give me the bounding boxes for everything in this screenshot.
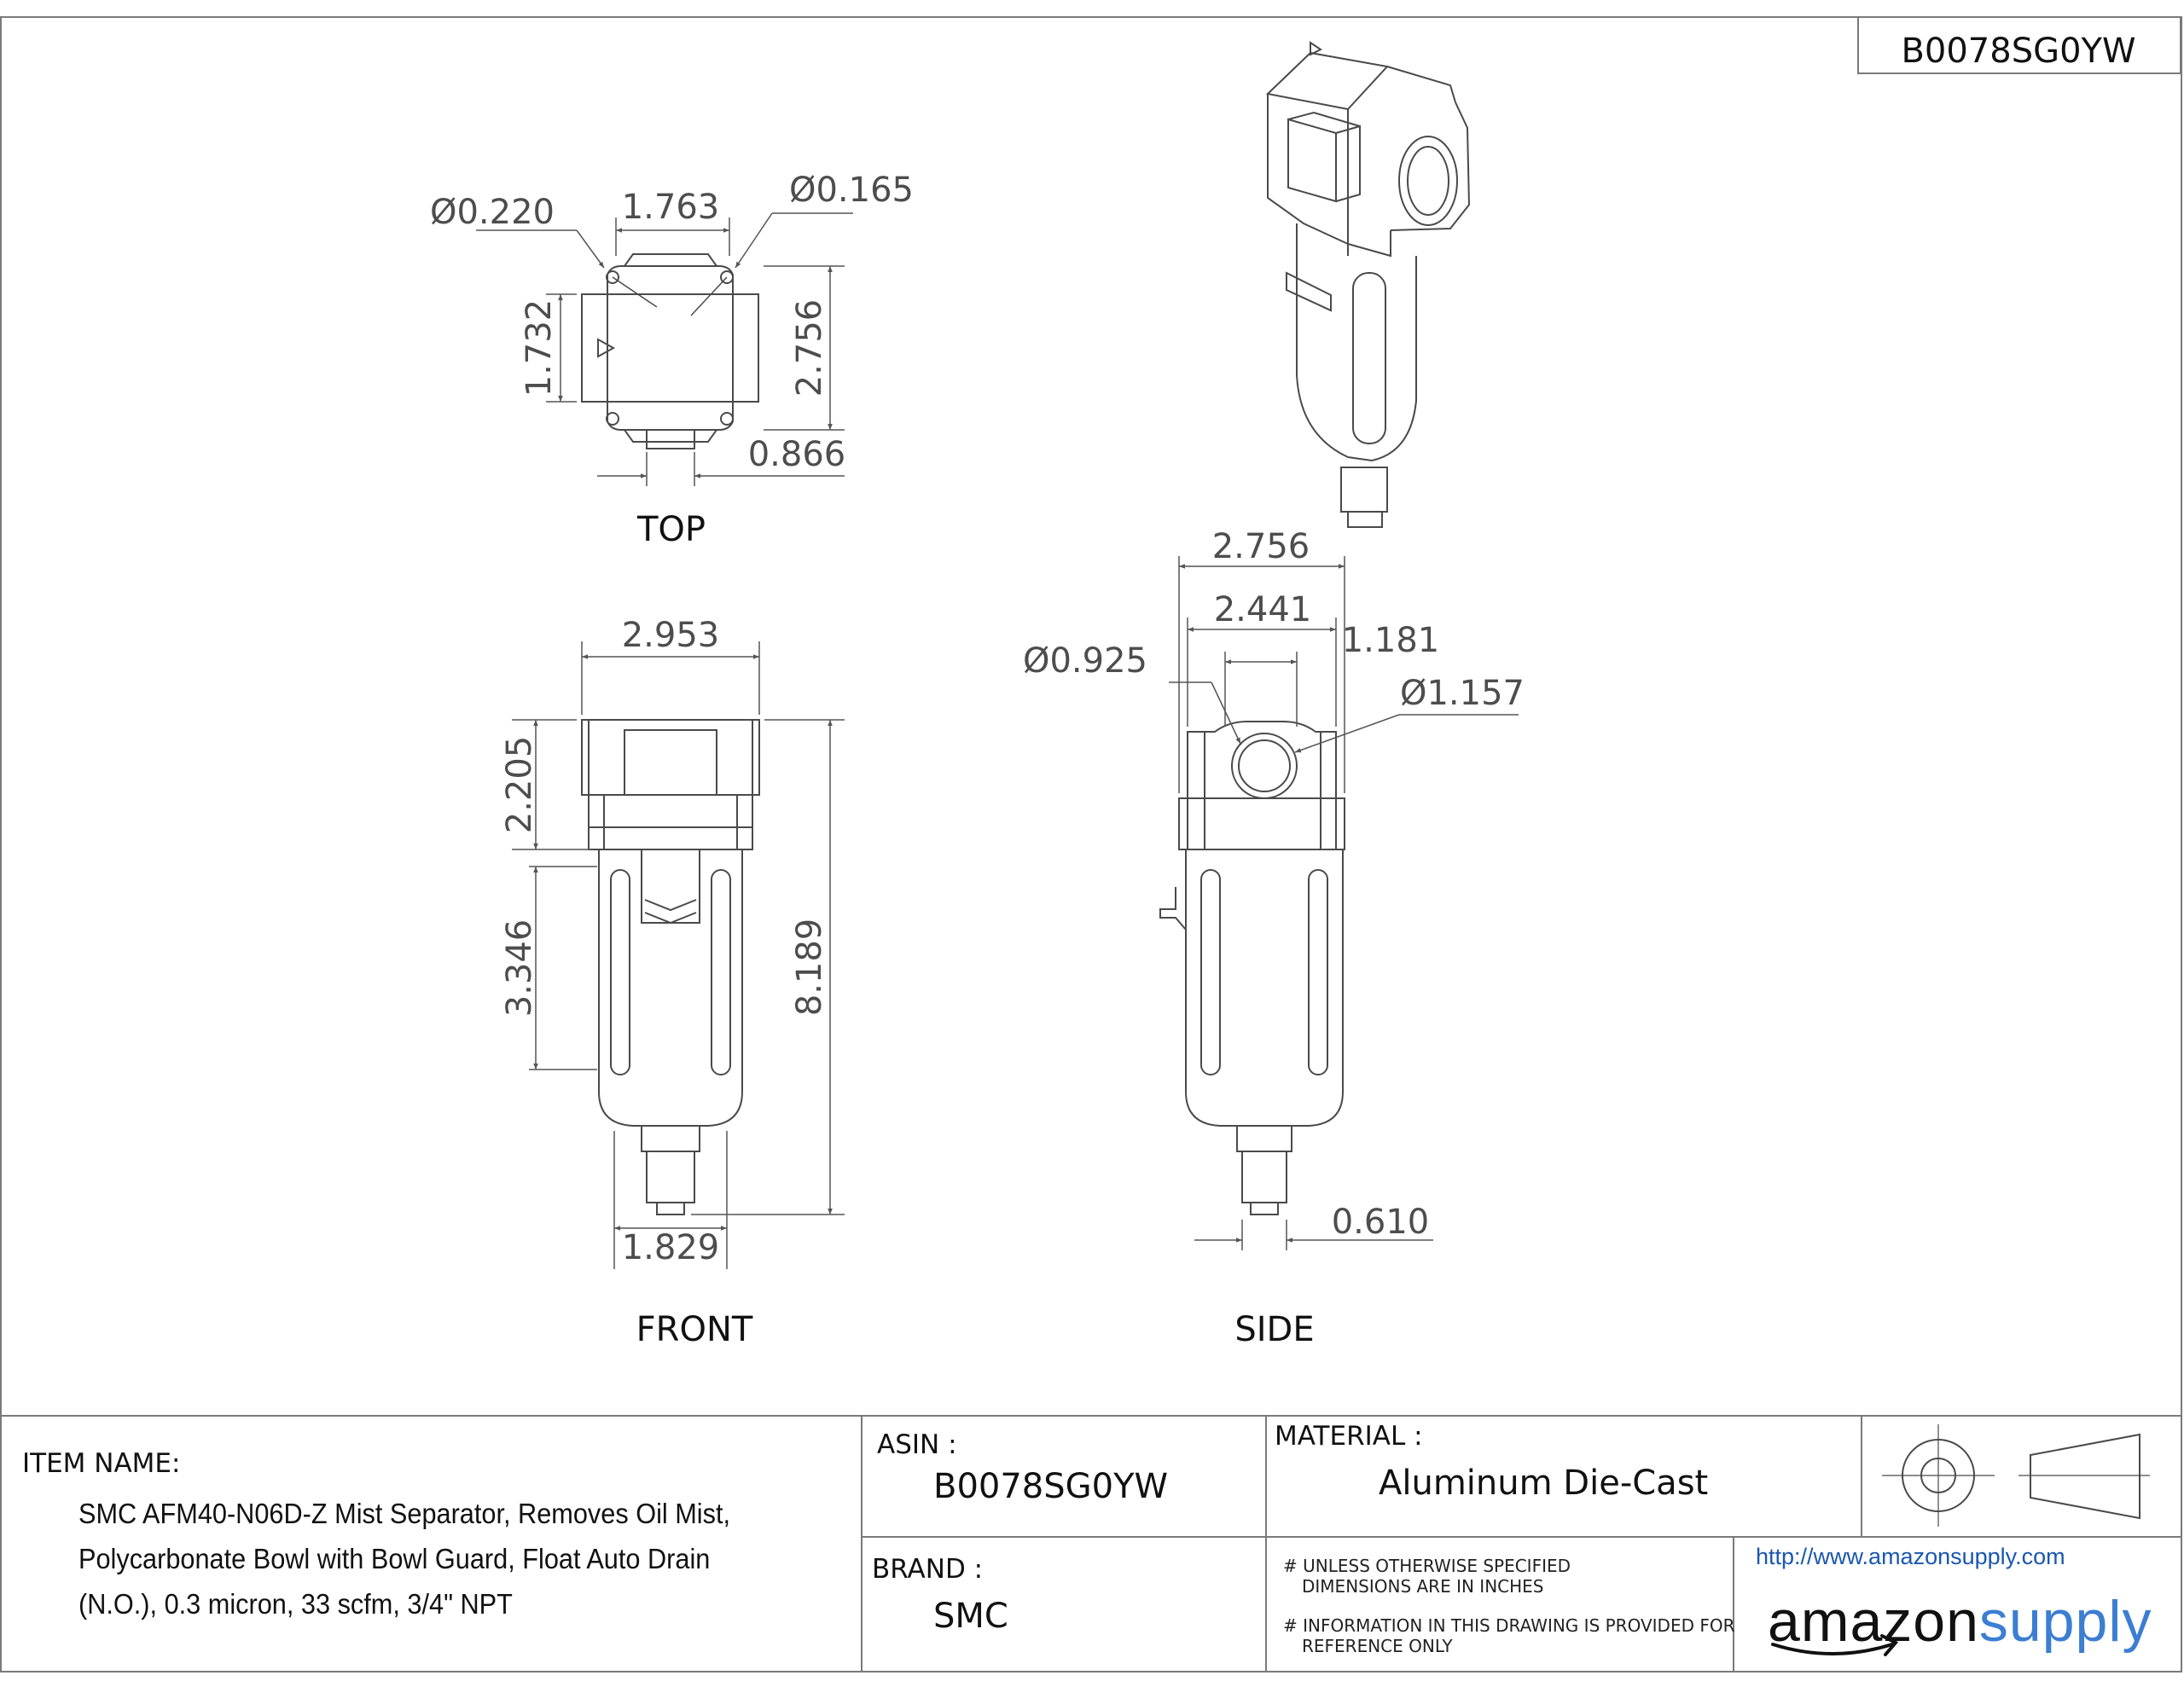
view-label-top: TOP: [636, 510, 706, 549]
title-block-frame: [1, 16, 2181, 1672]
brand-label: BRAND :: [872, 1554, 984, 1585]
side-view: [1159, 721, 1345, 1215]
isometric-view: [1265, 41, 1471, 528]
item-name-line: (N.O.), 0.3 micron, 33 scfm, 3/4" NPT: [78, 1588, 513, 1620]
dim-side-port-outer: Ø1.157: [1400, 674, 1525, 713]
view-label-front: FRONT: [636, 1310, 753, 1349]
dim-top-port: 0.866: [748, 435, 846, 474]
dim-front-drain-width: 1.829: [622, 1228, 720, 1267]
top-view-dimensions: [476, 212, 853, 486]
dim-top-hole-large: Ø0.220: [430, 193, 555, 232]
asin-value: B0078SG0YW: [933, 1467, 1169, 1506]
dim-top-height: 2.756: [790, 299, 829, 397]
dim-side-inner-width: 2.441: [1214, 590, 1312, 629]
dim-front-body-height: 2.205: [500, 736, 539, 834]
note-units: # UNLESS OTHERWISE SPECIFIED DIMENSIONS …: [1283, 1556, 1571, 1597]
logo-part-amazon: amazon: [1768, 1589, 1979, 1654]
note-reference: # INFORMATION IN THIS DRAWING IS PROVIDE…: [1283, 1615, 1734, 1656]
dim-side-drain-width: 0.610: [1332, 1203, 1430, 1242]
front-view: [581, 719, 760, 1215]
note-line: # UNLESS OTHERWISE SPECIFIED: [1283, 1556, 1571, 1576]
top-view: [581, 253, 759, 449]
dim-top-inner-height: 1.732: [520, 299, 559, 397]
material-value: Aluminum Die-Cast: [1379, 1464, 1709, 1503]
dim-front-width: 2.953: [622, 616, 720, 655]
asin-label: ASIN :: [877, 1429, 957, 1460]
note-line: # INFORMATION IN THIS DRAWING IS PROVIDE…: [1283, 1615, 1735, 1636]
item-name-description: SMC AFM40-N06D-Z Mist Separator, Removes…: [78, 1491, 809, 1626]
brand-value: SMC: [933, 1597, 1008, 1636]
side-view-dimension-labels: 2.756 2.441 1.181 Ø0.925 Ø1.157 0.610 SI…: [1023, 527, 1525, 1349]
item-name-line: Polycarbonate Bowl with Bowl Guard, Floa…: [78, 1543, 711, 1574]
top-view-dimension-labels: Ø0.220 1.763 Ø0.165 1.732 2.756 0.866 TO…: [430, 171, 914, 549]
amazon-smile-icon: [1771, 1634, 1899, 1656]
sheet-frame: [0, 16, 2182, 1673]
dim-side-port-offset: 1.181: [1342, 621, 1440, 660]
item-name-label: ITEM NAME:: [22, 1448, 181, 1479]
logo-part-supply: supply: [1978, 1589, 2152, 1654]
dim-side-width: 2.756: [1212, 527, 1310, 566]
dim-top-width: 1.763: [622, 188, 720, 227]
dim-front-total-height: 8.189: [790, 919, 829, 1017]
front-view-dimension-labels: 2.953 2.205 3.346 8.189 1.829 FRONT: [500, 616, 829, 1349]
view-label-side: SIDE: [1234, 1310, 1314, 1349]
header-asin: B0078SG0YW: [1901, 32, 2135, 71]
dim-top-hole-small: Ø0.165: [789, 171, 914, 210]
dim-front-bowl-window: 3.346: [500, 919, 539, 1017]
amazon-supply-logo: amazonsupply: [1768, 1588, 2152, 1655]
front-view-dimensions: [512, 641, 845, 1269]
material-label: MATERIAL :: [1275, 1421, 1423, 1452]
supplier-url-link[interactable]: http://www.amazonsupply.com: [1756, 1544, 2065, 1569]
note-line: REFERENCE ONLY: [1302, 1636, 1453, 1656]
side-view-dimensions: [1169, 556, 1519, 1250]
note-line: DIMENSIONS ARE IN INCHES: [1302, 1576, 1544, 1597]
dim-side-port-inner: Ø0.925: [1023, 641, 1147, 681]
item-name-line: SMC AFM40-N06D-Z Mist Separator, Removes…: [78, 1498, 731, 1529]
third-angle-projection-icon: [1882, 1424, 2150, 1527]
